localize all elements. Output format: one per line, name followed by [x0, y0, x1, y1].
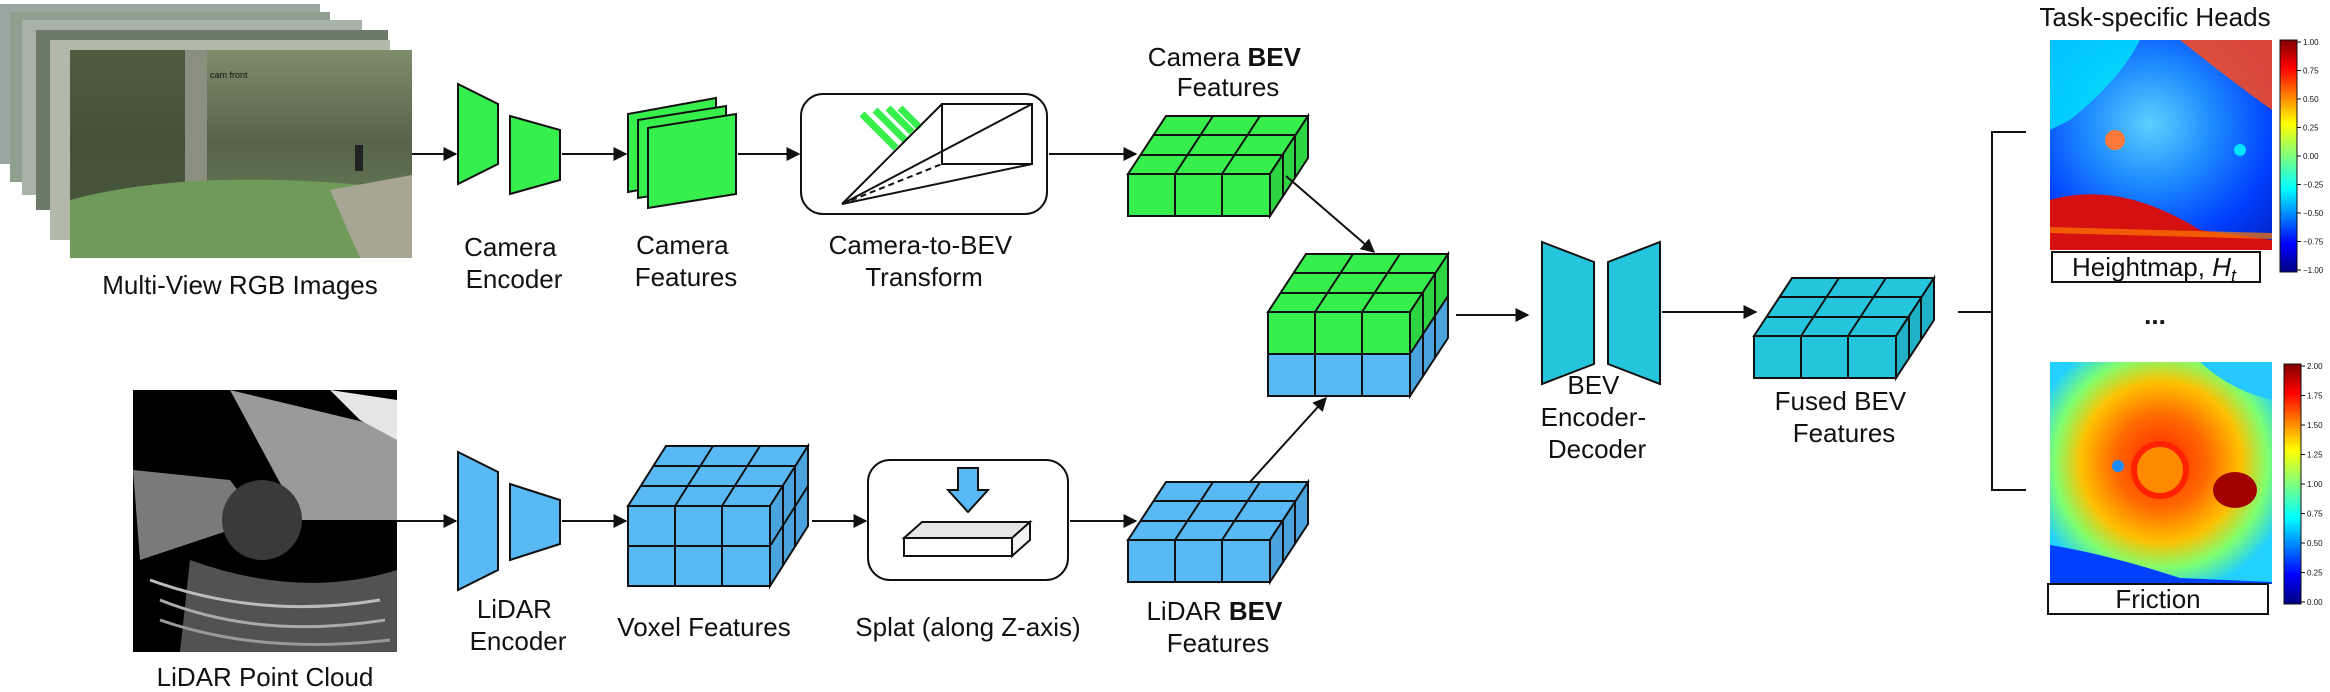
camera-features-label: Camera Features: [635, 230, 738, 292]
heightmap-colorbar-tick-label: 0.25: [2303, 124, 2319, 133]
flow-arrows: [397, 131, 2026, 528]
friction-colorbar-tick-label: 0.25: [2307, 569, 2323, 578]
friction-colorbar-tick-label: 1.75: [2307, 392, 2323, 401]
friction-colorbar-tick-label: 1.25: [2307, 451, 2323, 460]
camera-encoder-label: Camera Encoder: [464, 232, 564, 294]
heightmap-colorbar-tick-label: −0.25: [2303, 181, 2324, 190]
lidar-bev-features-cube: [1126, 478, 1310, 586]
tree-pole: [185, 50, 207, 210]
friction-colorbar-tick-label: 0.50: [2307, 539, 2323, 548]
cam-front-label: cam front: [210, 70, 248, 80]
lidar-cloud-label: LiDAR Point Cloud: [157, 662, 374, 692]
voxel-features-label: Voxel Features: [617, 612, 790, 642]
friction-colorbar-tick-label: 1.50: [2307, 421, 2323, 430]
friction-label: Friction: [2115, 584, 2200, 614]
heightmap-colorbar: 1.00 0.75 0.50 0.25 0.00 −0.25 −0.50 −0.75 −1.00: [2279, 38, 2324, 275]
rgb-images-label: Multi-View RGB Images: [102, 270, 378, 300]
branch-bracket: [1991, 131, 2026, 491]
friction-head: Friction: [2047, 362, 2272, 615]
lidar-point-cloud-image: [133, 390, 397, 652]
heightmap-colorbar-tick-label: 0.00: [2303, 152, 2319, 161]
fused-bev-features-cube: [1752, 274, 1936, 382]
heightmap-colorbar-tick-label: −1.00: [2303, 266, 2324, 275]
camera-encoder: [457, 82, 561, 196]
splat-label: Splat (along Z-axis): [855, 612, 1080, 642]
concatenated-bev-cube: [1266, 250, 1450, 400]
heightmap-colorbar-ticks: 1.00 0.75 0.50 0.25 0.00 −0.25 −0.50 −0.75 −1.00: [2297, 38, 2324, 275]
heightmap-colorbar-gradient: [2279, 39, 2298, 273]
bev-encoder-decoder: [1541, 240, 1661, 386]
camera-to-bev-label: Camera-to-BEV Transform: [829, 230, 1020, 292]
camera-bev-label: Camera BEV Features: [1148, 42, 1308, 102]
heightmap-colorbar-tick-label: −0.75: [2303, 238, 2324, 247]
arrow-lidar-bev-to-concat: [1249, 396, 1327, 483]
friction-colorbar-tick-label: 0.00: [2307, 598, 2323, 607]
path: [330, 175, 412, 258]
lidar-encoder: [457, 450, 561, 592]
heightmap-colorbar-tick-label: −0.50: [2303, 209, 2324, 218]
friction-colorbar-tick-label: 0.75: [2307, 510, 2323, 519]
splat-along-z: [867, 459, 1069, 581]
lidar-encoder-label: LiDAR Encoder: [470, 594, 567, 656]
friction-colorbar-ticks: 2.00 1.75 1.50 1.25 1.00 0.75 0.50 0.25 0.00: [2301, 362, 2323, 607]
friction-colorbar: 2.00 1.75 1.50 1.25 1.00 0.75 0.50 0.25 0.00: [2283, 362, 2323, 607]
rgb-image-stack: cam front: [0, 4, 412, 258]
ground-foliage: [70, 179, 412, 258]
heightmap-colorbar-tick-label: 0.50: [2303, 95, 2319, 104]
heads-title: Task-specific Heads: [2039, 2, 2270, 32]
heightmap-label: Heightmap, Ht: [2072, 252, 2237, 286]
heightmap-colorbar-tick-label: 0.75: [2303, 67, 2319, 76]
person: [355, 145, 363, 171]
friction-colorbar-tick-label: 1.00: [2307, 480, 2323, 489]
arrow-cam-bev-to-concat: [1285, 175, 1376, 253]
heightmap-head: Heightmap, Ht: [2049, 40, 2273, 286]
heightmap-colorbar-tick-label: 1.00: [2303, 38, 2319, 47]
friction-colorbar-tick-label: 2.00: [2307, 362, 2323, 371]
camera-to-bev-transform: [800, 93, 1048, 215]
friction-label-box: [2047, 583, 2269, 615]
lidar-bev-label: LiDAR BEV Features: [1146, 596, 1289, 658]
heightmap-label-box: [2051, 251, 2261, 283]
ellipsis: ...: [2144, 300, 2166, 330]
friction-colorbar-gradient: [2283, 363, 2302, 605]
camera-features: [627, 96, 737, 210]
fused-bev-label: Fused BEV Features: [1775, 386, 1914, 448]
camera-bev-features-cube: [1126, 112, 1310, 220]
bev-encoder-decoder-label: BEV Encoder- Decoder: [1541, 370, 1654, 464]
voxel-features-cube: [626, 442, 810, 590]
